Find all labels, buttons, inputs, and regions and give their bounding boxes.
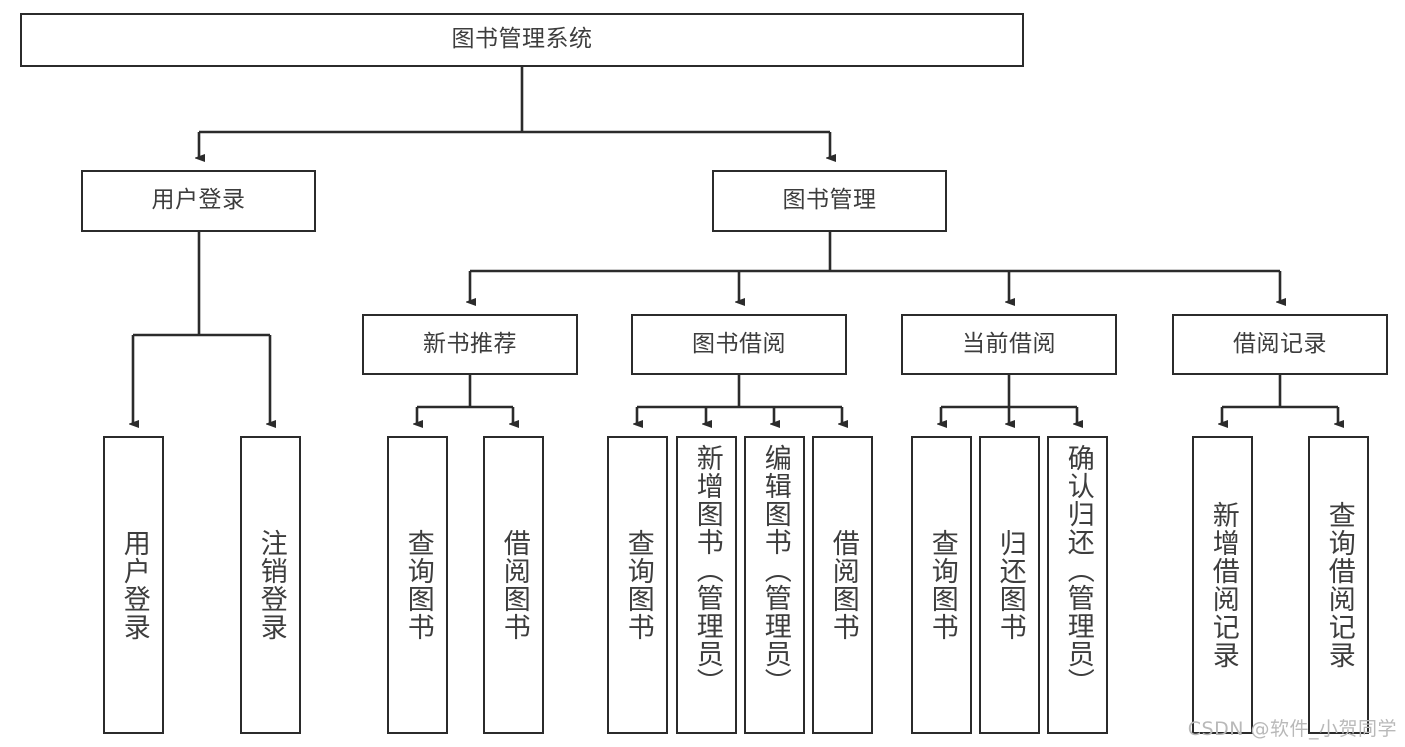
node-book-borrow[interactable]: 图书借阅 [631,314,847,375]
node-label: 图书借阅 [692,330,786,357]
leaf-current-borrow-return-book[interactable]: 归还图书 [979,436,1040,734]
leaf-user-login-logout[interactable]: 注销登录 [240,436,301,734]
leaf-book-borrow-edit-book-admin[interactable]: 编辑图书（管理员） [744,436,805,734]
leaf-book-borrow-add-book-admin[interactable]: 新增图书（管理员） [676,436,737,734]
node-label: 确认归还（管理员） [1062,444,1094,696]
node-label: 查询图书 [402,529,434,641]
node-label: 新书推荐 [423,330,517,357]
node-label: 新增图书（管理员） [691,444,723,696]
watermark: CSDN @软件_小贺同学 [1187,718,1397,740]
leaf-borrow-record-add-record[interactable]: 新增借阅记录 [1192,436,1253,734]
node-label: 图书管理 [782,187,877,214]
node-label: 查询图书 [622,529,654,641]
node-label: 归还图书 [994,529,1026,641]
node-label: 编辑图书（管理员） [759,444,791,696]
leaf-book-borrow-query-book[interactable]: 查询图书 [607,436,668,734]
node-root-book-management-system[interactable]: 图书管理系统 [20,13,1024,67]
node-label: 新增借阅记录 [1207,501,1239,669]
node-borrow-record[interactable]: 借阅记录 [1172,314,1388,375]
node-label: 用户登录 [151,187,246,214]
leaf-book-borrow-borrow-book[interactable]: 借阅图书 [812,436,873,734]
node-current-borrow[interactable]: 当前借阅 [901,314,1117,375]
leaf-user-login-login[interactable]: 用户登录 [103,436,164,734]
node-new-book-recommend[interactable]: 新书推荐 [362,314,578,375]
leaf-new-book-query-book[interactable]: 查询图书 [387,436,448,734]
node-label: 借阅图书 [498,529,530,641]
leaf-new-book-borrow-book[interactable]: 借阅图书 [483,436,544,734]
node-label: 借阅记录 [1233,330,1327,357]
node-label: 当前借阅 [962,330,1056,357]
node-label: 查询借阅记录 [1323,501,1355,669]
node-label: 注销登录 [255,529,287,641]
leaf-current-borrow-confirm-return-admin[interactable]: 确认归还（管理员） [1047,436,1108,734]
node-label: 图书管理系统 [451,26,593,53]
leaf-current-borrow-query-book[interactable]: 查询图书 [911,436,972,734]
node-label: 借阅图书 [827,529,859,641]
node-book-management[interactable]: 图书管理 [712,170,947,232]
node-label: 用户登录 [118,529,150,641]
node-user-login[interactable]: 用户登录 [81,170,316,232]
node-label: 查询图书 [926,529,958,641]
leaf-borrow-record-query-record[interactable]: 查询借阅记录 [1308,436,1369,734]
